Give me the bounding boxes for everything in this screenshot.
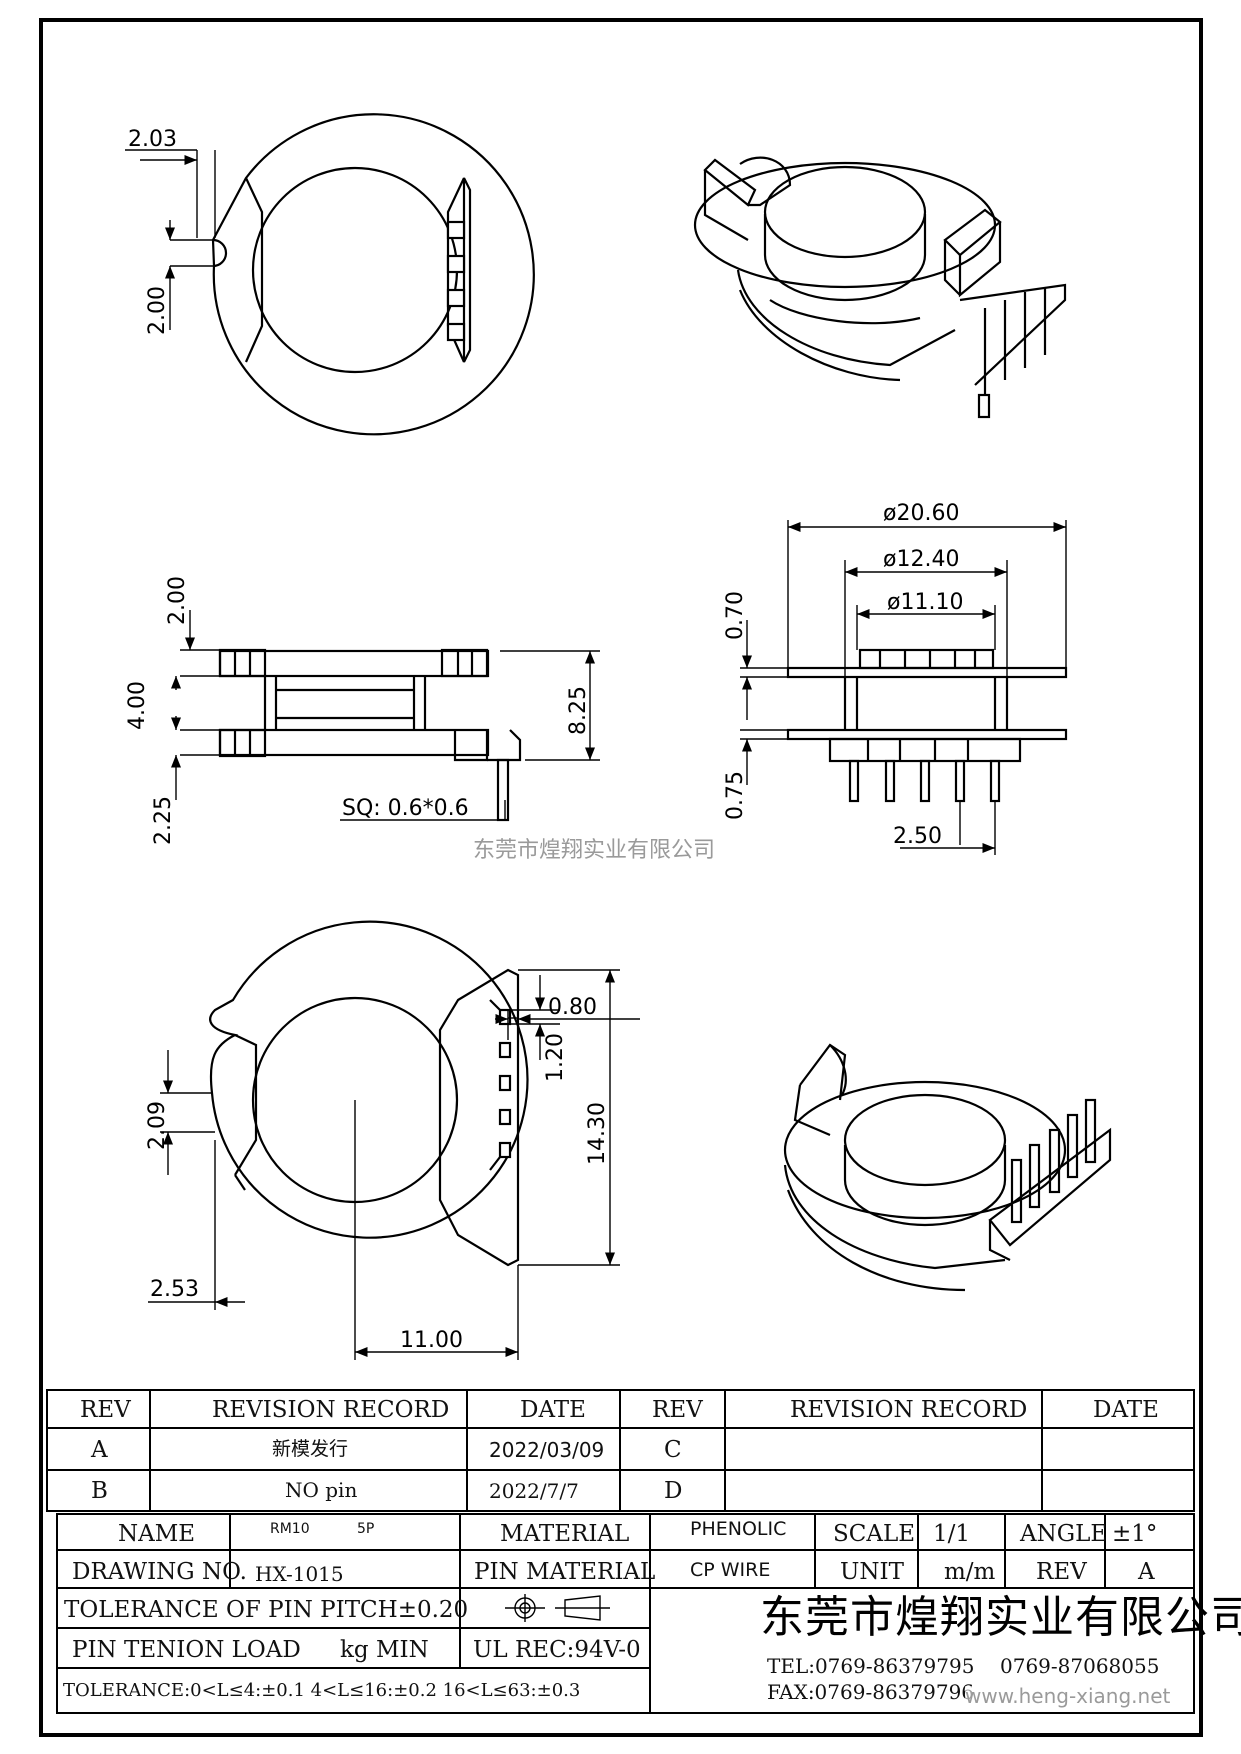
title-material-value: PHENOLIC xyxy=(690,1518,787,1540)
rev-header-record-2: REVISION RECORD xyxy=(790,1397,1028,1423)
rev-row-a-date: 2022/03/09 xyxy=(489,1438,605,1462)
dim-2-00-side: 2.00 xyxy=(165,576,190,625)
title-scale-label: SCALE xyxy=(833,1521,916,1547)
iso-view-bottom xyxy=(783,1043,1112,1292)
rev-row-b-date: 2022/7/7 xyxy=(489,1479,579,1503)
title-tolerance-general: TOLERANCE:0<L≤4:±0.1 4<L≤16:±0.2 16<L≤63… xyxy=(63,1680,581,1701)
title-scale-value: 1/1 xyxy=(933,1521,971,1547)
bottom-view xyxy=(209,920,529,1267)
watermark-center: 东莞市煌翔实业有限公司 xyxy=(473,838,716,863)
rev-header-date-2: DATE xyxy=(1093,1397,1159,1423)
dim-2-25: 2.25 xyxy=(151,796,176,845)
title-unit-label: UNIT xyxy=(840,1559,904,1585)
dim-2-50: 2.50 xyxy=(893,824,942,849)
title-name-label: NAME xyxy=(118,1521,196,1547)
rev-row-b-rev: B xyxy=(91,1478,108,1504)
title-rev-label: REV xyxy=(1036,1559,1087,1585)
dim-14-30: 14.30 xyxy=(585,1102,610,1165)
dim-phi-11-10: ø11.10 xyxy=(887,590,963,615)
title-unit-value: m/m xyxy=(944,1559,996,1585)
dim-4-00: 4.00 xyxy=(125,681,150,730)
top-view xyxy=(211,113,535,436)
title-tolerance-pitch: TOLERANCE OF PIN PITCH±0.20 xyxy=(64,1597,469,1623)
dim-0-80: 0.80 xyxy=(548,995,597,1020)
title-angle-value: ±1° xyxy=(1112,1521,1158,1547)
title-pin-tenion-unit: kg MIN xyxy=(340,1637,429,1663)
iso-view-top xyxy=(693,156,1067,419)
rev-row-b-record: NO pin xyxy=(285,1478,358,1502)
dim-2-09: 2.09 xyxy=(145,1101,170,1150)
title-name-value: RM10 xyxy=(270,1521,310,1537)
top-view-dims xyxy=(125,149,216,330)
company-name: 东莞市煌翔实业有限公司 xyxy=(760,1592,1241,1643)
front-view xyxy=(786,648,1068,803)
company-tel-1: TEL:0769-86379795 xyxy=(767,1654,975,1678)
dim-2-00-top: 2.00 xyxy=(145,286,170,335)
title-pin-tenion-label: PIN TENION LOAD xyxy=(72,1637,301,1663)
watermark-url: www.heng-xiang.net xyxy=(965,1684,1171,1708)
dim-phi-20-60: ø20.60 xyxy=(883,501,959,526)
company-fax: FAX:0769-86379796 xyxy=(767,1680,975,1704)
dim-2-03: 2.03 xyxy=(128,127,177,152)
dim-11-00: 11.00 xyxy=(400,1328,463,1353)
dim-1-20: 1.20 xyxy=(543,1033,568,1082)
rev-header-rev: REV xyxy=(80,1397,131,1423)
dim-8-25: 8.25 xyxy=(566,686,591,735)
title-block xyxy=(56,1513,1195,1714)
company-tel-2: 0769-87068055 xyxy=(1000,1654,1160,1678)
title-angle-label: ANGLE xyxy=(1020,1521,1108,1547)
dim-phi-12-40: ø12.40 xyxy=(883,547,959,572)
dim-sq-pin: SQ: 0.6*0.6 xyxy=(342,796,469,821)
sheet-border xyxy=(39,18,1203,1737)
side-view-dims xyxy=(170,610,600,821)
rev-row-a-rev: A xyxy=(91,1437,108,1463)
rev-row-a-record: 新模发行 xyxy=(272,1438,349,1460)
bottom-view-dims xyxy=(148,969,640,1360)
front-view-dims xyxy=(740,520,1067,855)
title-pin-material-value: CP WIRE xyxy=(690,1559,771,1581)
title-material-label: MATERIAL xyxy=(500,1521,630,1547)
rev-row-b-rev-2: D xyxy=(664,1478,683,1504)
title-rev-value: A xyxy=(1138,1559,1155,1585)
title-ul-rec: UL REC:94V-0 xyxy=(473,1637,641,1663)
revision-table xyxy=(46,1389,1195,1512)
title-pin-material-label: PIN MATERIAL xyxy=(474,1559,656,1585)
title-drawing-no-label: DRAWING NO. xyxy=(72,1559,247,1585)
dim-2-53: 2.53 xyxy=(150,1277,199,1302)
projection-symbol xyxy=(505,1594,610,1622)
rev-row-a-rev-2: C xyxy=(664,1437,682,1463)
dim-0-75: 0.75 xyxy=(723,771,748,820)
rev-header-record: REVISION RECORD xyxy=(212,1397,450,1423)
rev-header-rev-2: REV xyxy=(652,1397,703,1423)
title-drawing-no-value: HX-1015 xyxy=(255,1562,344,1586)
side-view xyxy=(218,648,522,822)
rev-header-date: DATE xyxy=(520,1397,586,1423)
dim-0-70: 0.70 xyxy=(723,591,748,640)
title-name-pins: 5P xyxy=(357,1521,375,1537)
